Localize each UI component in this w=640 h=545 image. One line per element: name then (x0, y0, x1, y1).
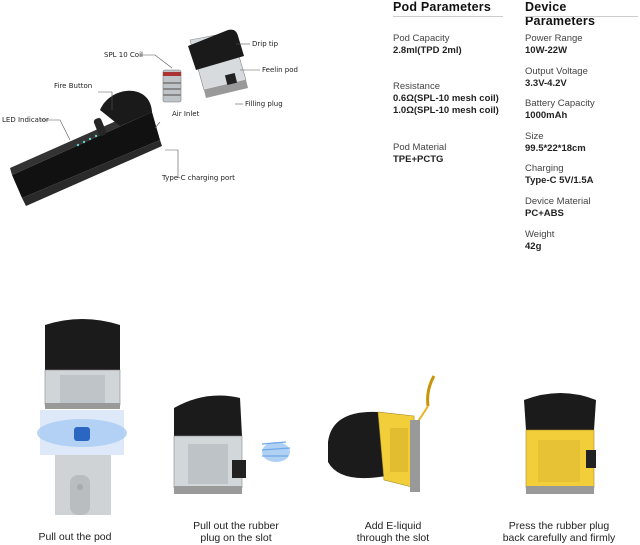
spec-value: 99.5*22*18cm (525, 143, 586, 154)
step-1-illustration (20, 315, 150, 515)
coil (162, 69, 182, 103)
led-dots (76, 134, 98, 147)
device-parameters-heading: Device Parameters (525, 0, 596, 28)
spec-value: 10W-22W (525, 45, 568, 56)
pod-spec-material: Pod Material TPE+PCTG (393, 142, 446, 166)
spec-label: Size (525, 131, 544, 142)
device-spec-size: Size 99.5*22*18cm (525, 131, 586, 155)
spec-label: Power Range (525, 33, 583, 44)
label-type-c-port: Type-C charging port (162, 174, 235, 182)
step-2-illustration (168, 390, 308, 515)
spec-value: 42g (525, 241, 542, 252)
spec-value: Type-C 5V/1.5A (525, 175, 594, 186)
spec-value: 2.8ml(TPD 2ml) (393, 45, 462, 56)
spec-label: Battery Capacity (525, 98, 595, 109)
spec-label: Charging (525, 163, 564, 174)
spec-value: TPE+PCTG (393, 154, 444, 165)
spec-value: 1000mAh (525, 110, 568, 121)
exploded-diagram: SPL 10 Coil Drip tip Feelin pod Fire But… (0, 0, 330, 230)
device-spec-battery: Battery Capacity 1000mAh (525, 98, 595, 122)
device-spec-material: Device Material PC+ABS (525, 196, 590, 220)
device-illustration (10, 29, 260, 206)
caption-line: Pull out the pod (38, 531, 112, 543)
spec-label: Pod Capacity (393, 33, 450, 44)
label-feelin-pod: Feelin pod (262, 66, 298, 74)
caption-line: Pull out the rubber (193, 520, 279, 532)
spec-label: Output Voltage (525, 66, 588, 77)
caption-line: plug on the slot (200, 532, 272, 544)
step-1-caption: Pull out the pod (0, 531, 155, 543)
spec-value: 0.6Ω(SPL-10 mesh coil) (393, 93, 499, 104)
step-4-caption: Press the rubber plug back carefully and… (479, 520, 639, 544)
spec-label: Pod Material (393, 142, 447, 153)
spec-label: Device Material (525, 196, 591, 207)
device-spec-output-voltage: Output Voltage 3.3V-4.2V (525, 66, 588, 90)
spec-value: PC+ABS (525, 208, 564, 219)
caption-line: Add E-liquid (364, 520, 422, 532)
pod-spec-capacity: Pod Capacity 2.8ml(TPD 2ml) (393, 33, 462, 57)
device-spec-charging: Charging Type-C 5V/1.5A (525, 163, 593, 187)
label-air-inlet: Air Inlet (172, 110, 200, 118)
pod-spec-resistance: Resistance 0.6Ω(SPL-10 mesh coil) 1.0Ω(S… (393, 81, 499, 117)
caption-line: back carefully and firmly (502, 532, 616, 544)
device-spec-weight: Weight 42g (525, 229, 554, 253)
step-3-illustration (318, 372, 468, 517)
label-filling-plug: Filling plug (245, 100, 283, 108)
device-heading-rule (525, 16, 638, 17)
device-spec-power-range: Power Range 10W-22W (525, 33, 583, 57)
spec-value: 3.3V-4.2V (525, 78, 567, 89)
step-4-illustration (506, 390, 616, 515)
spec-label: Weight (525, 229, 555, 240)
label-led-indicator: LED Indicator (2, 116, 49, 124)
caption-line: Press the rubber plug (508, 520, 610, 532)
label-drip-tip: Drip tip (252, 40, 279, 48)
label-spl-coil: SPL 10 Coil (104, 51, 143, 59)
pod-heading-rule (393, 16, 503, 17)
device-body (10, 90, 162, 206)
caption-line: through the slot (356, 532, 430, 544)
step-3-caption: Add E-liquid through the slot (313, 520, 473, 544)
pod-parameters-heading: Pod Parameters (393, 0, 491, 14)
label-fire-button: Fire Button (54, 82, 93, 90)
spec-label: Resistance (393, 81, 440, 92)
spec-value: 1.0Ω(SPL-10 mesh coil) (393, 105, 499, 116)
pod (188, 29, 248, 98)
step-2-caption: Pull out the rubber plug on the slot (156, 520, 316, 544)
